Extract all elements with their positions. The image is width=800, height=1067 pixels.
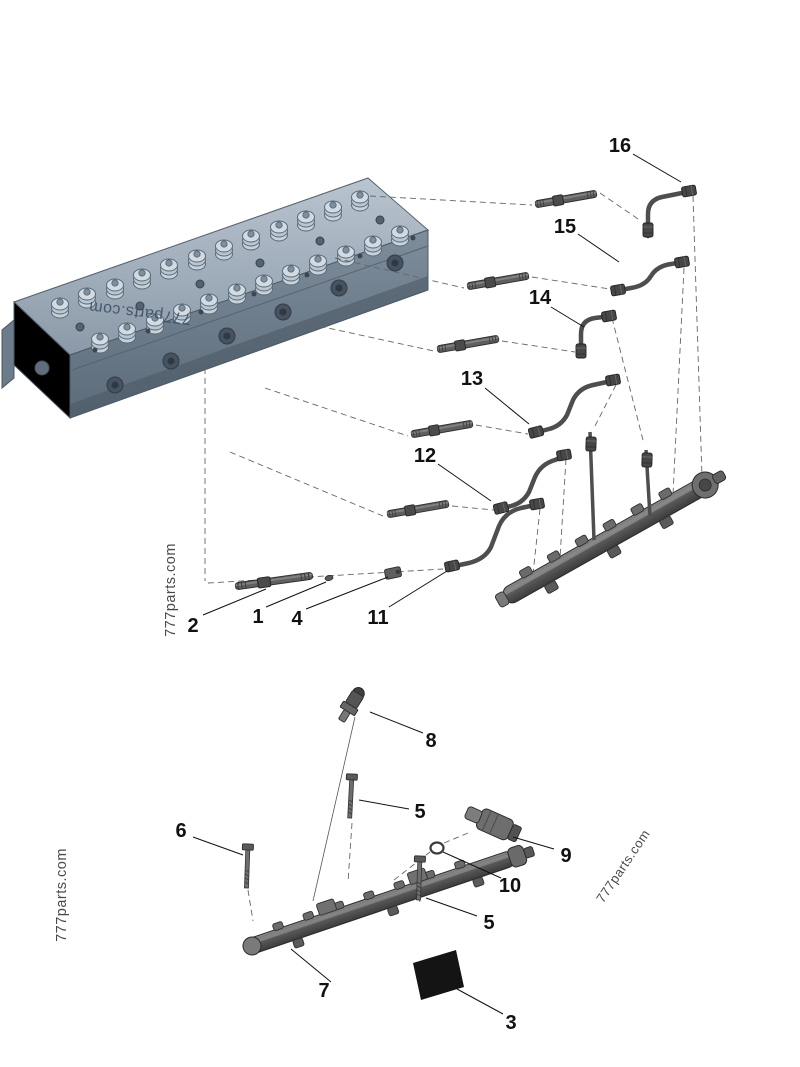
callout-2: 2 bbox=[187, 615, 199, 637]
fuel-line-13 bbox=[531, 377, 619, 436]
fuel-line-11 bbox=[447, 501, 543, 570]
head-bolt-holes bbox=[92, 235, 416, 353]
callout-16: 16 bbox=[608, 135, 632, 157]
fuel-rail-inlet-studs bbox=[585, 431, 653, 541]
fuel-line-14 bbox=[578, 313, 614, 359]
sensor-alignment-line bbox=[312, 716, 356, 902]
alignment-dashed-lines bbox=[204, 192, 703, 922]
callout-6: 6 bbox=[175, 820, 187, 842]
watermark-left-bottom: 777parts.com bbox=[54, 848, 70, 942]
callout-15: 15 bbox=[553, 216, 577, 238]
callout-10: 10 bbox=[498, 875, 522, 897]
callout-3: 3 bbox=[505, 1012, 517, 1034]
bolt-item5-upper bbox=[343, 773, 358, 819]
fuel-line-12 bbox=[496, 452, 570, 512]
fuel-rail-lower-illustration bbox=[242, 845, 535, 956]
label-plate-item3 bbox=[413, 950, 464, 1000]
callout-1: 1 bbox=[252, 606, 264, 628]
fuel-line-15 bbox=[612, 259, 687, 294]
callout-12: 12 bbox=[413, 445, 437, 467]
cylinder-head-illustration bbox=[1, 177, 429, 420]
fuel-lines bbox=[447, 188, 695, 570]
fitting-item4 bbox=[384, 566, 402, 580]
callout-5-lower: 5 bbox=[483, 912, 495, 934]
callout-14: 14 bbox=[528, 287, 552, 309]
callout-5-upper: 5 bbox=[414, 801, 426, 823]
callout-8: 8 bbox=[425, 730, 437, 752]
connector-stud-item2 bbox=[234, 570, 314, 592]
callout-13: 13 bbox=[460, 368, 484, 390]
callout-7: 7 bbox=[318, 980, 330, 1002]
small-seal-item1 bbox=[324, 575, 334, 581]
callout-11: 11 bbox=[367, 607, 389, 629]
pressure-sensor-illustration bbox=[338, 687, 365, 723]
callout-4: 4 bbox=[291, 608, 303, 630]
callout-9: 9 bbox=[560, 845, 572, 867]
relief-valve-illustration bbox=[464, 806, 522, 843]
mounting-bolts bbox=[240, 773, 358, 889]
watermark-left-middle: 777parts.com bbox=[163, 543, 179, 637]
callout-leader-lines bbox=[192, 153, 682, 1015]
fuel-line-16 bbox=[645, 188, 695, 239]
o-ring-item10 bbox=[429, 841, 445, 855]
fuel-rail-upper-illustration bbox=[495, 470, 727, 608]
bolt-item6 bbox=[240, 843, 254, 889]
injector-bores bbox=[75, 215, 385, 332]
